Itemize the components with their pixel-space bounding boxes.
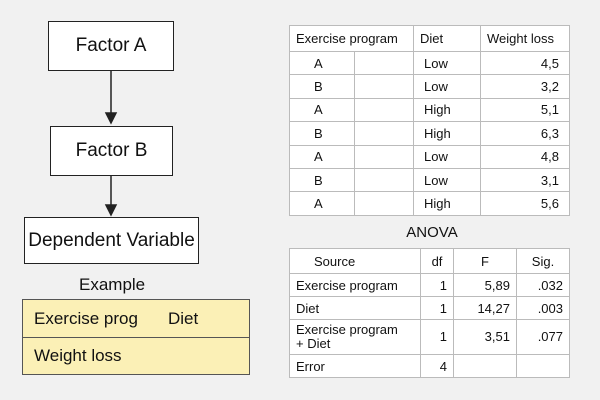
sig-cell: .032 — [515, 273, 571, 297]
dependent-variable-box: Dependent Variable — [24, 217, 199, 264]
example-outcome: Weight loss — [34, 346, 122, 365]
spacer-cell — [354, 121, 414, 146]
dependent-variable-label: Dependent Variable — [28, 229, 195, 251]
source-cell: Error — [289, 354, 421, 378]
program-cell: B — [289, 167, 355, 193]
source-cell: Exercise program — [289, 273, 421, 297]
diet-cell: Low — [413, 144, 481, 169]
df-cell: 1 — [420, 296, 454, 320]
sig-cell: .077 — [515, 319, 571, 355]
sig-cell — [515, 354, 571, 378]
weight-loss-cell: 3,2 — [480, 74, 570, 99]
weight-loss-cell: 4,8 — [480, 144, 570, 169]
diet-cell: Low — [413, 167, 481, 193]
anova-header-source: Source — [289, 248, 421, 274]
f-cell — [452, 354, 517, 378]
spacer-cell — [354, 50, 414, 76]
header-diet: Diet — [413, 25, 481, 52]
example-outcome-row: Weight loss — [23, 337, 249, 374]
df-cell: 1 — [420, 273, 454, 297]
f-cell: 14,27 — [452, 296, 517, 320]
weight-loss-cell: 4,5 — [480, 50, 570, 76]
program-cell: A — [289, 97, 355, 123]
program-cell: A — [289, 144, 355, 169]
factor-a-label: Factor A — [75, 35, 147, 56]
example-factors-row: Exercise prog Diet — [23, 300, 249, 337]
program-cell: A — [289, 191, 355, 216]
anova-header-df: df — [420, 248, 454, 274]
anova-header-sig: Sig. — [515, 248, 571, 274]
weight-loss-cell: 6,3 — [480, 121, 570, 146]
header-weight-loss: Weight loss — [480, 25, 570, 52]
arrowhead-b-to-dependent — [104, 204, 118, 217]
f-cell: 5,89 — [452, 273, 517, 297]
anova-header-f: F — [452, 248, 517, 274]
diet-cell: Low — [413, 50, 481, 76]
diet-cell: Low — [413, 74, 481, 99]
spacer-cell — [354, 74, 414, 99]
f-cell: 3,51 — [452, 319, 517, 355]
diet-cell: High — [413, 97, 481, 123]
factor-b-box: Factor B — [50, 126, 173, 176]
arrowhead-a-to-b — [104, 112, 118, 125]
weight-loss-cell: 5,1 — [480, 97, 570, 123]
spacer-cell — [354, 191, 414, 216]
diet-cell: High — [413, 191, 481, 216]
example-factor2: Diet — [167, 308, 199, 328]
data-table-header: Exercise program Diet Weight loss — [289, 25, 570, 52]
spacer-cell — [354, 167, 414, 193]
source-cell: Exercise program + Diet — [289, 319, 421, 355]
diet-cell: High — [413, 121, 481, 146]
example-factor1: Exercise prog — [34, 308, 138, 328]
anova-title: ANOVA — [406, 224, 458, 241]
header-exercise-program: Exercise program — [289, 25, 414, 52]
df-cell: 1 — [420, 319, 454, 355]
example-title: Example — [79, 275, 146, 294]
df-cell: 4 — [420, 354, 454, 378]
program-cell: B — [289, 121, 355, 146]
program-cell: A — [289, 50, 355, 76]
spacer-cell — [354, 144, 414, 169]
spacer-cell — [354, 97, 414, 123]
source-cell: Diet — [289, 296, 421, 320]
example-box: Exercise prog Diet Weight loss — [22, 299, 250, 375]
factor-a-box: Factor A — [48, 21, 174, 71]
factor-b-label: Factor B — [75, 140, 148, 161]
anova-header: Source df F Sig. — [289, 248, 571, 274]
weight-loss-cell: 5,6 — [480, 191, 570, 216]
program-cell: B — [289, 74, 355, 99]
sig-cell: .003 — [515, 296, 571, 320]
weight-loss-cell: 3,1 — [480, 167, 570, 193]
